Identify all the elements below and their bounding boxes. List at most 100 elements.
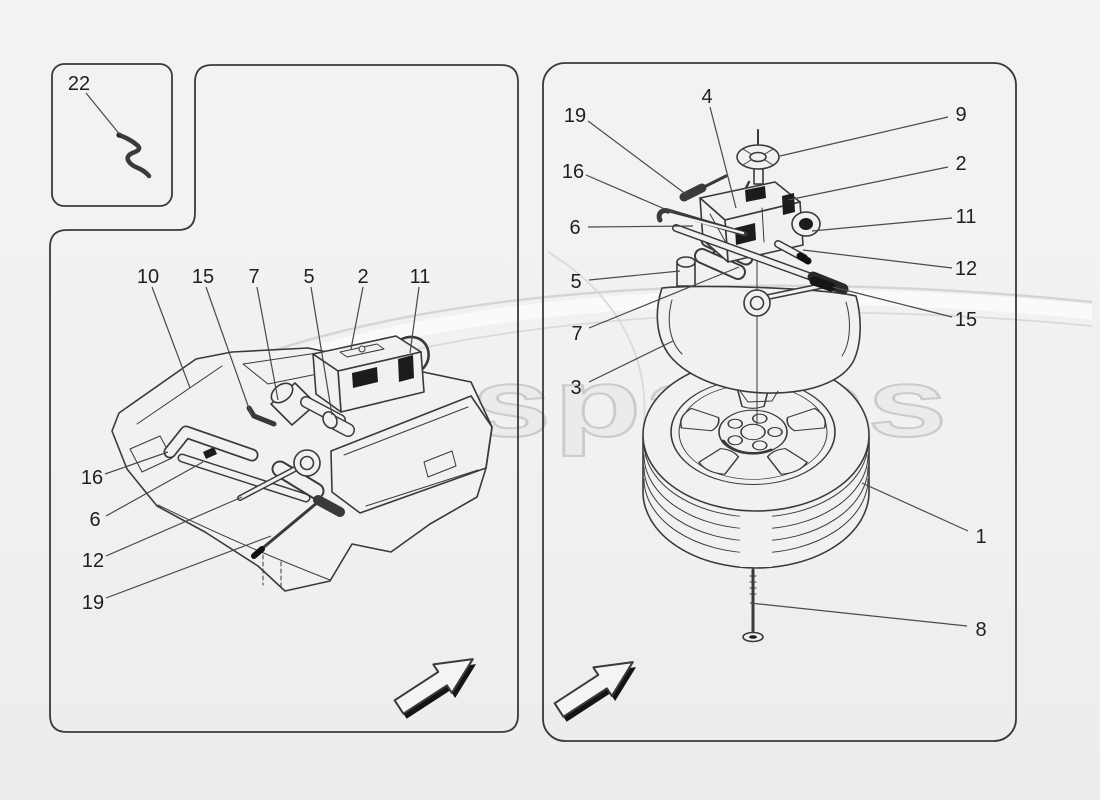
tow-hook-drawing-right xyxy=(743,276,836,317)
compressor-panel xyxy=(398,355,414,382)
hook-ring-inner-right xyxy=(749,295,765,311)
hook-shaft-inner-right xyxy=(766,283,828,299)
tray-hidden-lines xyxy=(262,554,282,591)
callout-label-15: 15 xyxy=(955,309,977,331)
tire-label-strip xyxy=(740,501,772,567)
callout-leader-16 xyxy=(104,451,169,475)
socket-drawing xyxy=(322,411,355,437)
callout-leader-7 xyxy=(256,286,279,401)
crank-handle-rod xyxy=(116,132,152,179)
callout-label-1: 1 xyxy=(975,526,986,548)
callout-label-10: 10 xyxy=(137,266,159,288)
jack-detail-2 xyxy=(782,193,795,215)
callout-leader-19 xyxy=(587,120,688,196)
funnel-center xyxy=(749,151,767,163)
callout-leader-12 xyxy=(802,249,953,269)
callout-leader-1 xyxy=(861,482,969,532)
foam-tray-drawing xyxy=(656,285,861,403)
callout-leader-4 xyxy=(709,106,737,209)
blade-drawing xyxy=(774,240,812,265)
screwdriver-drawing xyxy=(251,495,345,559)
bolt-hole xyxy=(751,413,768,424)
funnel-stem xyxy=(753,167,764,185)
tray-marker xyxy=(203,447,217,459)
callout-leader-3 xyxy=(588,340,674,383)
callout-label-12: 12 xyxy=(955,258,977,280)
tray-front-edge xyxy=(157,504,331,581)
hook-shaft-inner xyxy=(238,466,299,500)
swoosh-upper-curve xyxy=(224,284,1093,370)
compressor-pod-drawing xyxy=(791,211,821,237)
callout-label-12: 12 xyxy=(82,550,104,572)
direction-arrow-left xyxy=(393,658,477,719)
crank-handle-drawing xyxy=(116,132,152,179)
screwdriver-tip xyxy=(251,546,265,559)
inset-panel-border xyxy=(51,63,173,207)
funnel-drawing xyxy=(736,129,780,185)
jack-detail-1 xyxy=(745,186,766,202)
wheel-brace-drawing xyxy=(163,425,259,462)
bolt-threads xyxy=(749,575,757,595)
right-panel-border xyxy=(542,62,1017,742)
handle-bar-inner xyxy=(673,225,823,283)
cone-mouth xyxy=(270,382,294,404)
tow-hook-drawing xyxy=(237,449,321,501)
callout-leader-7 xyxy=(588,266,740,329)
tray-recess-lip xyxy=(343,406,479,507)
callout-leader-12 xyxy=(105,496,243,557)
callout-label-3: 3 xyxy=(570,377,581,399)
tool-tray-drawing xyxy=(111,335,493,719)
callout-label-19: 19 xyxy=(564,105,586,127)
handle-rod-drawing xyxy=(177,453,311,503)
tray-notch xyxy=(423,450,457,478)
callout-label-16: 16 xyxy=(562,161,584,183)
left-panel-border xyxy=(49,64,519,733)
hook-threaded-tip xyxy=(809,276,836,292)
callout-leader-2 xyxy=(787,166,949,201)
callout-leader-2 xyxy=(350,286,364,350)
hook-ring-inner xyxy=(299,455,315,471)
callout-leader-5 xyxy=(588,270,681,281)
direction-arrow-right xyxy=(553,661,637,722)
callout-leader-9 xyxy=(779,116,949,157)
callout-label-2: 2 xyxy=(955,153,966,175)
callout-label-22: 22 xyxy=(68,73,90,95)
callout-leader-15 xyxy=(832,286,953,318)
callout-leader-16 xyxy=(585,174,675,214)
callout-leader-8 xyxy=(749,602,968,627)
foam-bowl-inner-right xyxy=(841,301,850,357)
brace-inner xyxy=(165,427,257,460)
wheel-kit-drawing xyxy=(553,129,870,722)
rim-window xyxy=(698,448,740,475)
bolt-hole xyxy=(767,427,783,437)
callout-label-7: 7 xyxy=(248,266,259,288)
screwdriver-shaft xyxy=(256,500,320,554)
screwdriver-handle xyxy=(313,495,345,517)
screwdriver-drawing-right xyxy=(679,174,728,202)
foam-bowl-inner-left xyxy=(668,299,683,355)
socket-face xyxy=(322,411,338,429)
arrow-body-right xyxy=(553,661,634,718)
inset-callouts: 22 xyxy=(68,73,122,137)
callout-label-8: 8 xyxy=(975,619,986,641)
rim-window xyxy=(786,407,827,432)
callout-label-5: 5 xyxy=(570,271,581,293)
hex-key-drawing xyxy=(246,405,277,427)
callout-leader-6 xyxy=(587,225,694,228)
callout-leader-10 xyxy=(151,286,191,389)
callout-label-11: 11 xyxy=(410,266,431,288)
callout-label-2: 2 xyxy=(357,266,368,288)
securing-bolt-drawing xyxy=(742,568,764,643)
tray-plateau-edge xyxy=(136,365,223,425)
hex-wrench-core xyxy=(668,212,745,235)
callout-leader-11 xyxy=(409,286,420,354)
bolt-head-socket xyxy=(749,635,757,639)
cylinder-top xyxy=(676,256,696,268)
hub-shading xyxy=(721,439,773,455)
callout-label-15: 15 xyxy=(192,266,214,288)
callout-leader-6 xyxy=(105,461,204,517)
wheel-rim xyxy=(670,379,836,485)
callout-leader-19 xyxy=(105,535,272,599)
